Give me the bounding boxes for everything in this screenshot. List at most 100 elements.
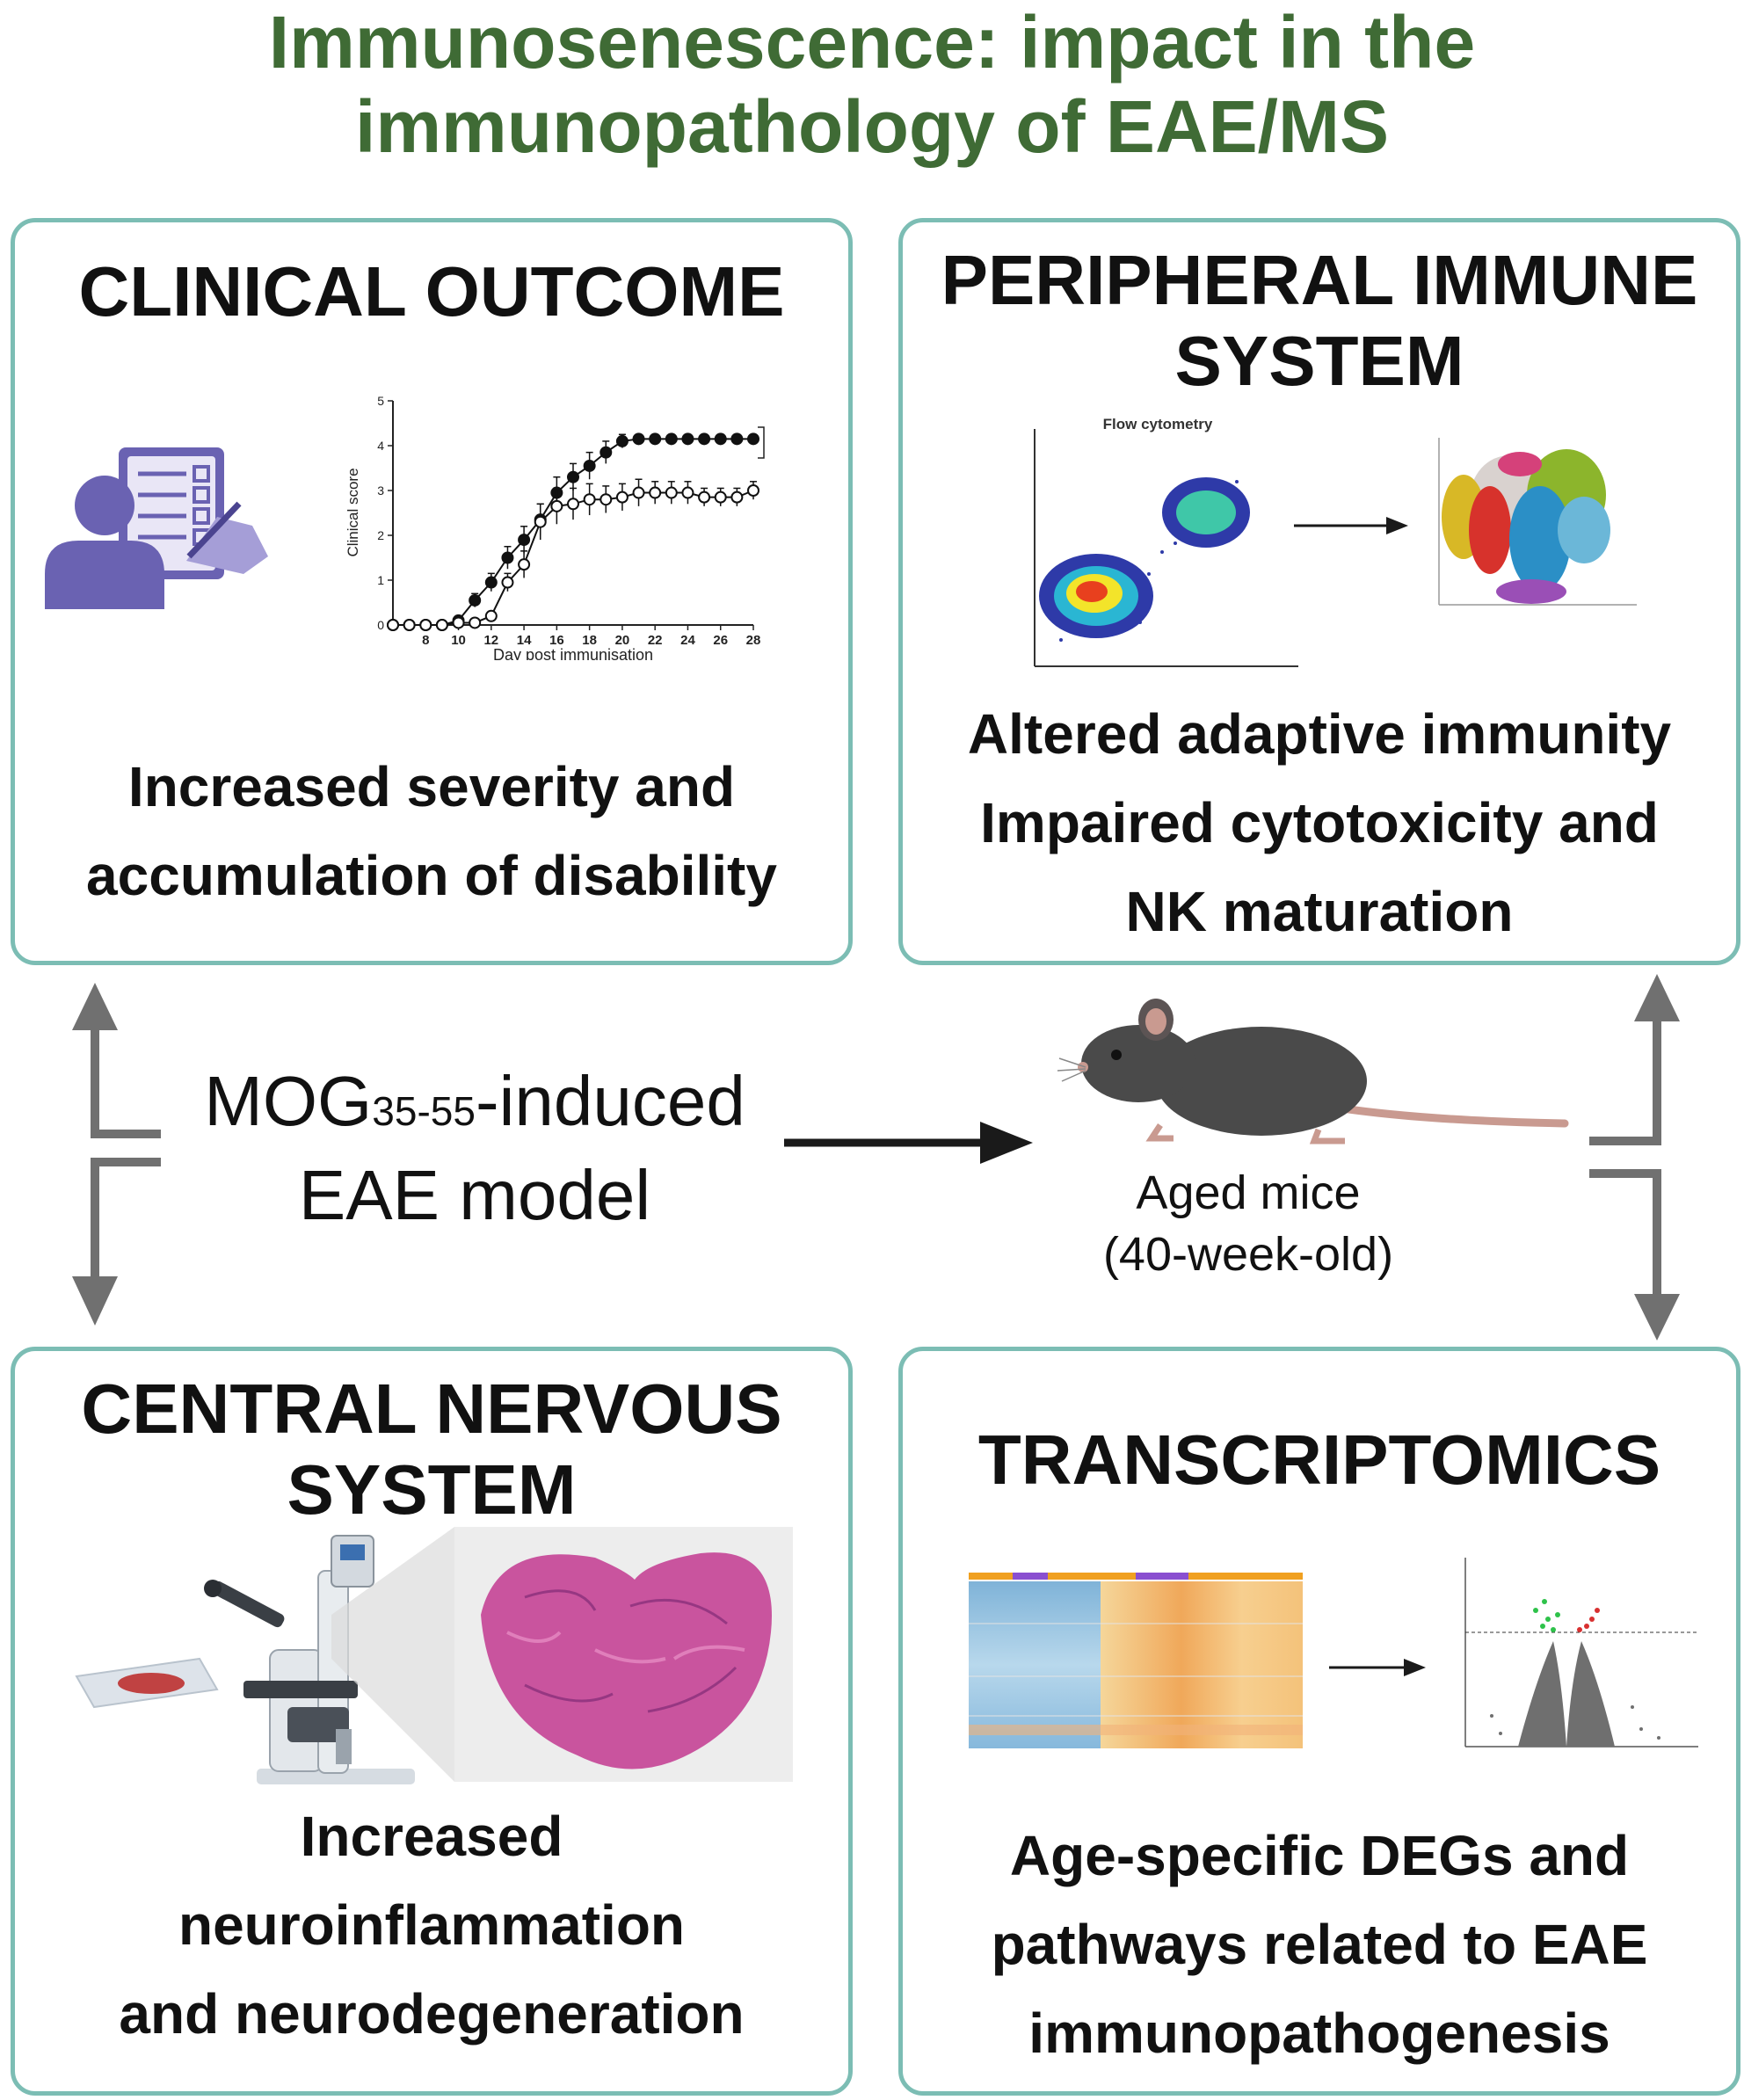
y-tick-label: 4 <box>377 439 384 453</box>
data-point-open <box>534 515 547 528</box>
flow-cytometry-plot: Flow cytometry <box>1034 416 1298 667</box>
peripheral-heading-line-1: PERIPHERAL IMMUNE <box>941 241 1698 319</box>
transcriptomics-heading: TRANSCRIPTOMICS <box>977 1421 1661 1499</box>
pen <box>186 501 242 559</box>
cns-heading-line-1: CENTRAL NERVOUS <box>81 1370 782 1448</box>
tissue-sample <box>118 1673 185 1694</box>
aged-mice-label: Aged mice (40-week-old) <box>1037 1162 1459 1285</box>
person-head <box>75 476 134 535</box>
x-tick-label: 22 <box>648 633 663 648</box>
x-tick-label: 14 <box>517 633 532 648</box>
x-tick-label: 26 <box>713 633 728 648</box>
peripheral-conclusion-line-1: Altered adaptive immunity <box>967 702 1672 766</box>
data-point-filled <box>469 593 482 607</box>
data-point-filled <box>714 432 727 446</box>
x-tick-label: 20 <box>615 633 630 648</box>
transcriptomics-conclusion-line-3: immunopathogenesis <box>1028 2002 1610 2065</box>
model-line-2: EAE model <box>298 1156 651 1234</box>
cns-heading: CENTRAL NERVOUS SYSTEM <box>15 1369 848 1530</box>
cns-heading-line-2: SYSTEM <box>287 1450 577 1529</box>
x-tick-label: 28 <box>746 633 761 648</box>
data-point-open <box>632 486 645 499</box>
peripheral-conclusion-line-2: Impaired cytotoxicity and <box>980 791 1659 854</box>
significance-bracket <box>758 426 765 459</box>
model-mog-subscript: 35-55 <box>372 1088 476 1134</box>
data-point-open <box>714 490 727 504</box>
transcriptomics-arrow <box>1329 1659 1426 1676</box>
x-tick-label: 12 <box>483 633 498 648</box>
peripheral-heading-line-2: SYSTEM <box>1174 322 1464 400</box>
person-body <box>45 541 164 609</box>
significance-marker: * * <box>766 442 771 454</box>
transcriptomics-conclusion-line-2: pathways related to EAE <box>991 1913 1648 1976</box>
mouse-body <box>1156 1027 1367 1136</box>
peripheral-conclusion-line-3: NK maturation <box>1125 880 1514 943</box>
data-point-open <box>730 490 744 504</box>
data-point-open <box>435 619 448 631</box>
data-point-open <box>484 609 498 622</box>
data-point-filled <box>501 551 514 564</box>
flow-cytometry-label: Flow cytometry <box>1103 416 1213 432</box>
x-tick-label: 16 <box>549 633 564 648</box>
data-point-filled <box>681 432 694 446</box>
data-point-filled <box>484 576 498 589</box>
down-arrow-cns <box>91 1158 161 1279</box>
model-line-1: MOG35-55-induced <box>167 1059 782 1153</box>
title-line-2: immunopathology of EAE/MS <box>355 85 1389 168</box>
data-point-open <box>419 619 432 631</box>
zoom-projection <box>331 1527 454 1782</box>
data-point-filled <box>747 432 759 446</box>
data-point-filled <box>583 459 596 472</box>
peripheral-immune-panel: PERIPHERAL IMMUNE SYSTEM Flow cytometry <box>898 218 1740 965</box>
right-vertical-arrows <box>1589 974 1680 1341</box>
clinical-heading: CLINICAL OUTCOME <box>78 252 785 331</box>
transcriptomics-conclusion-line-1: Age-specific DEGs and <box>1009 1824 1630 1887</box>
cns-conclusion-line-1: Increased <box>300 1805 563 1868</box>
cns-conclusion: Increased neuroinflammation and neurodeg… <box>15 1792 848 2059</box>
microscopy-illustration <box>75 1527 793 1784</box>
figure-title: Immunosenescence: impact in the immunopa… <box>0 0 1744 169</box>
data-point-filled <box>567 470 579 483</box>
data-point-open <box>518 558 531 571</box>
mouse-nose <box>1078 1062 1088 1072</box>
y-axis-label: Clinical score <box>345 468 361 556</box>
cns-conclusion-line-3: and neurodegeneration <box>119 1982 745 2046</box>
tsne-cluster-plot <box>1438 438 1637 606</box>
mouse-head <box>1081 1025 1195 1102</box>
model-to-mice-arrow <box>784 1122 1033 1164</box>
x-tick-label: 10 <box>451 633 466 648</box>
clipboard-person-icon <box>45 447 268 609</box>
mouse-eye <box>1111 1050 1122 1060</box>
title-line-1: Immunosenescence: impact in the <box>268 1 1476 84</box>
data-point-filled <box>600 446 613 459</box>
data-point-filled <box>632 432 645 446</box>
transcriptomics-conclusion: Age-specific DEGs and pathways related t… <box>903 1812 1736 2078</box>
data-point-filled <box>730 432 744 446</box>
aged-mice-line-1: Aged mice <box>1136 1166 1361 1219</box>
eae-model-label: MOG35-55-induced EAE model <box>167 1059 782 1238</box>
data-point-open <box>501 576 514 589</box>
x-tick-label: 8 <box>422 633 429 648</box>
x-tick-label: 18 <box>582 633 597 648</box>
aged-mice-line-2: (40-week-old) <box>1102 1228 1394 1281</box>
volcano-plot <box>1464 1558 1698 1748</box>
mouse-feet <box>1145 1123 1345 1144</box>
clinical-conclusion-line-1: Increased severity and <box>127 755 736 818</box>
data-point-open <box>649 486 662 499</box>
data-point-filled <box>649 432 662 446</box>
data-point-open <box>615 490 629 504</box>
y-tick-label: 5 <box>377 394 384 408</box>
up-arrow-peripheral <box>1589 1020 1661 1145</box>
clinical-conclusion: Increased severity and accumulation of d… <box>15 743 848 920</box>
writing-hand <box>186 517 268 574</box>
data-point-open <box>469 616 482 629</box>
data-point-open <box>403 619 416 631</box>
data-point-open <box>387 619 399 631</box>
aged-mouse-illustration <box>1057 999 1569 1144</box>
data-point-open <box>665 486 678 499</box>
population-upper-right <box>1162 477 1250 548</box>
heatmap <box>969 1573 1303 1748</box>
data-point-open <box>681 486 694 499</box>
